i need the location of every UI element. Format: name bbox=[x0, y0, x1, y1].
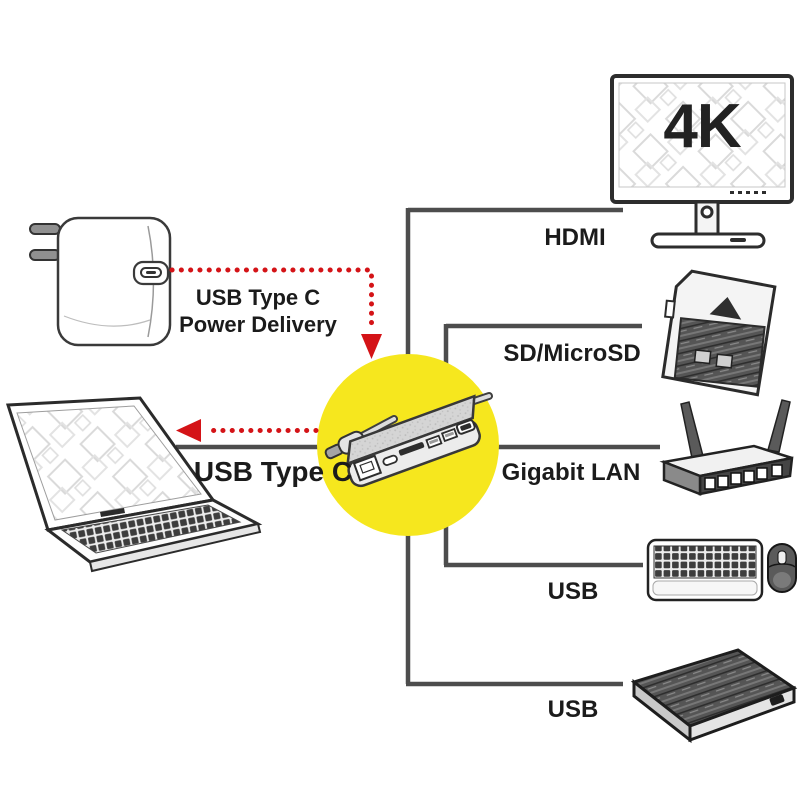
monitor-stand-hole bbox=[700, 205, 714, 219]
sd-lock-tab bbox=[664, 299, 676, 319]
usb-c-host-arrow bbox=[176, 419, 319, 442]
power-adapter-illustration bbox=[29, 216, 172, 347]
sd-card-triangle bbox=[709, 297, 742, 320]
keyboard-palmrest bbox=[652, 580, 758, 596]
plug-prong bbox=[29, 223, 61, 235]
label-power-line1: USB Type C bbox=[195, 285, 321, 310]
mouse-wheel bbox=[777, 550, 787, 565]
label-sd-microsd: SD/MicroSD bbox=[503, 340, 641, 367]
router-illustration bbox=[659, 399, 794, 496]
arrow-head-left bbox=[176, 419, 201, 442]
dock-sd-slot bbox=[398, 442, 425, 456]
laptop-front-edge bbox=[88, 522, 262, 573]
monitor-screen bbox=[618, 82, 786, 188]
hard-drive-illustration bbox=[630, 648, 798, 744]
monitor-stand-base bbox=[650, 232, 766, 249]
laptop-illustration bbox=[5, 396, 263, 573]
keyboard-keys bbox=[653, 545, 757, 579]
arrow-head-down bbox=[361, 334, 382, 359]
power-delivery-arrow bbox=[169, 267, 382, 359]
dock-illustration bbox=[324, 392, 493, 488]
dock-body bbox=[346, 394, 481, 488]
sd-card-illustration bbox=[661, 269, 777, 397]
dock-usb-c-port bbox=[382, 454, 398, 466]
hdd-side bbox=[632, 678, 692, 744]
label-usb-keyboard: USB bbox=[547, 578, 599, 605]
sd-card-label bbox=[673, 317, 766, 388]
laptop-keyboard bbox=[60, 504, 242, 554]
label-hdmi: HDMI bbox=[544, 224, 606, 251]
label-usb-drive: USB bbox=[547, 696, 599, 723]
label-power-delivery: USB Type C Power Delivery bbox=[150, 284, 366, 338]
router-lan-ports bbox=[704, 464, 783, 490]
router-antenna bbox=[767, 399, 791, 453]
plug-prong bbox=[29, 249, 61, 261]
router-antenna bbox=[680, 401, 704, 459]
router-side bbox=[662, 460, 702, 496]
monitor-buttons bbox=[730, 191, 766, 194]
hdd-usb-port bbox=[769, 694, 785, 706]
monitor-4k-badge: 4K bbox=[663, 92, 741, 161]
label-power-line2: Power Delivery bbox=[179, 312, 337, 337]
dock-lan-port bbox=[352, 454, 383, 482]
keyboard-mouse-illustration bbox=[646, 538, 797, 602]
monitor-4k-illustration bbox=[610, 74, 794, 249]
label-gigabit-lan: Gigabit LAN bbox=[501, 459, 641, 486]
adapter-body bbox=[56, 216, 172, 347]
label-usb-type-c-host: USB Type C bbox=[193, 456, 353, 487]
